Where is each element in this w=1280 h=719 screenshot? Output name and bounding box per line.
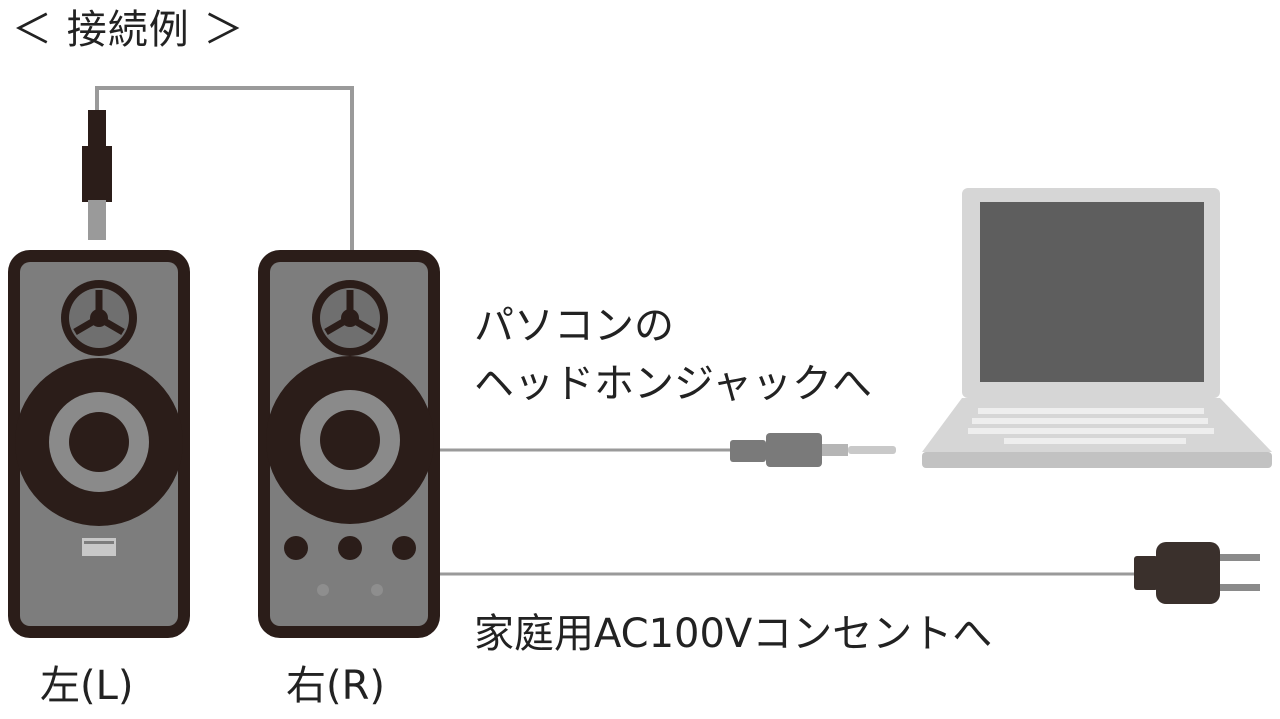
- right-speaker-icon: [258, 250, 440, 638]
- laptop-icon: [922, 188, 1272, 468]
- pc-connection-label-line2: ヘッドホンジャックへ: [474, 361, 872, 407]
- ac-outlet-label: 家庭用AC100Vコンセントへ: [474, 611, 993, 657]
- diagram-title: ＜ 接続例 ＞: [12, 7, 245, 53]
- power-plug-icon: [440, 542, 1260, 604]
- right-speaker-label: 右(R): [286, 663, 386, 709]
- left-speaker-label: 左(L): [40, 663, 134, 709]
- speaker-link-cable: [82, 86, 354, 250]
- pc-connection-label-line1: パソコンの: [474, 303, 674, 349]
- left-speaker-icon: [8, 250, 190, 638]
- audio-plug-icon: [440, 433, 896, 467]
